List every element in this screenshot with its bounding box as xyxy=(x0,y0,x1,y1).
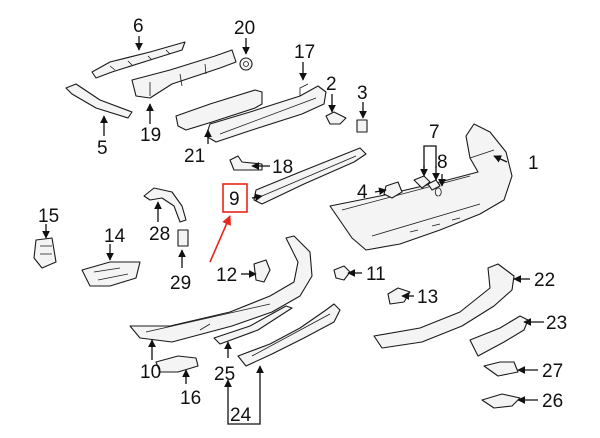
part-6-bracket xyxy=(91,41,186,79)
highlight-box xyxy=(222,183,248,213)
part-10-valance xyxy=(129,235,313,343)
callout-21: 21 xyxy=(184,146,205,167)
callout-27: 27 xyxy=(542,361,563,382)
callout-24: 24 xyxy=(230,405,252,426)
part-21-absorber xyxy=(175,89,263,131)
part-20-nut xyxy=(239,57,253,71)
callout-12: 12 xyxy=(216,265,237,286)
part-17-beam xyxy=(205,83,327,143)
callout-25: 25 xyxy=(214,364,235,385)
callout-8: 8 xyxy=(437,152,448,173)
callout-14: 14 xyxy=(104,226,126,247)
part-19-absorber xyxy=(131,49,237,99)
callout-1: 1 xyxy=(528,153,539,174)
part-15-bracket xyxy=(33,237,57,269)
part-26-bracket xyxy=(481,393,521,409)
highlight-arrow xyxy=(209,215,231,263)
callout-10: 10 xyxy=(140,362,161,383)
callout-13: 13 xyxy=(417,287,438,308)
part-29-clip xyxy=(177,229,189,247)
callout-6: 6 xyxy=(133,16,144,37)
part-27-bracket xyxy=(483,361,519,377)
callout-4: 4 xyxy=(357,182,368,203)
part-3-clip xyxy=(356,119,368,133)
callout-18: 18 xyxy=(272,157,293,178)
part-12-bracket xyxy=(253,259,271,283)
callout-29: 29 xyxy=(170,273,191,294)
part-14-housing xyxy=(81,261,141,287)
part-7-sensor xyxy=(413,175,441,191)
callout-28: 28 xyxy=(149,224,170,245)
part-16-lamp xyxy=(155,355,199,373)
callout-16: 16 xyxy=(180,388,201,409)
callout-2: 2 xyxy=(326,74,337,95)
callout-5: 5 xyxy=(97,138,108,159)
part-8-ring xyxy=(434,187,442,197)
callout-19: 19 xyxy=(140,125,161,146)
part-24-lower-valance xyxy=(237,303,341,367)
callout-3: 3 xyxy=(357,83,368,104)
callout-9: 9 xyxy=(229,189,240,210)
callout-26: 26 xyxy=(542,391,563,412)
part-11-clip xyxy=(333,265,351,281)
callout-15: 15 xyxy=(38,206,59,227)
callout-7: 7 xyxy=(429,122,440,143)
part-9-step-pad xyxy=(253,147,367,205)
part-25-strip xyxy=(213,305,293,345)
part-28-bracket xyxy=(143,187,187,223)
part-5-strip xyxy=(65,83,133,119)
highlight-part-9 xyxy=(209,183,248,263)
part-2-bolt xyxy=(325,111,347,125)
callout-22: 22 xyxy=(534,270,555,291)
callout-23: 23 xyxy=(546,313,567,334)
callout-17: 17 xyxy=(294,42,315,63)
callout-labels: 1 2 3 4 5 6 7 8 9 10 11 12 13 14 15 16 1… xyxy=(38,16,567,426)
callout-11: 11 xyxy=(366,264,386,285)
leader-lines xyxy=(42,36,544,425)
part-23-bracket xyxy=(469,315,529,357)
callout-20: 20 xyxy=(234,18,255,39)
part-18-bolt xyxy=(229,155,263,171)
